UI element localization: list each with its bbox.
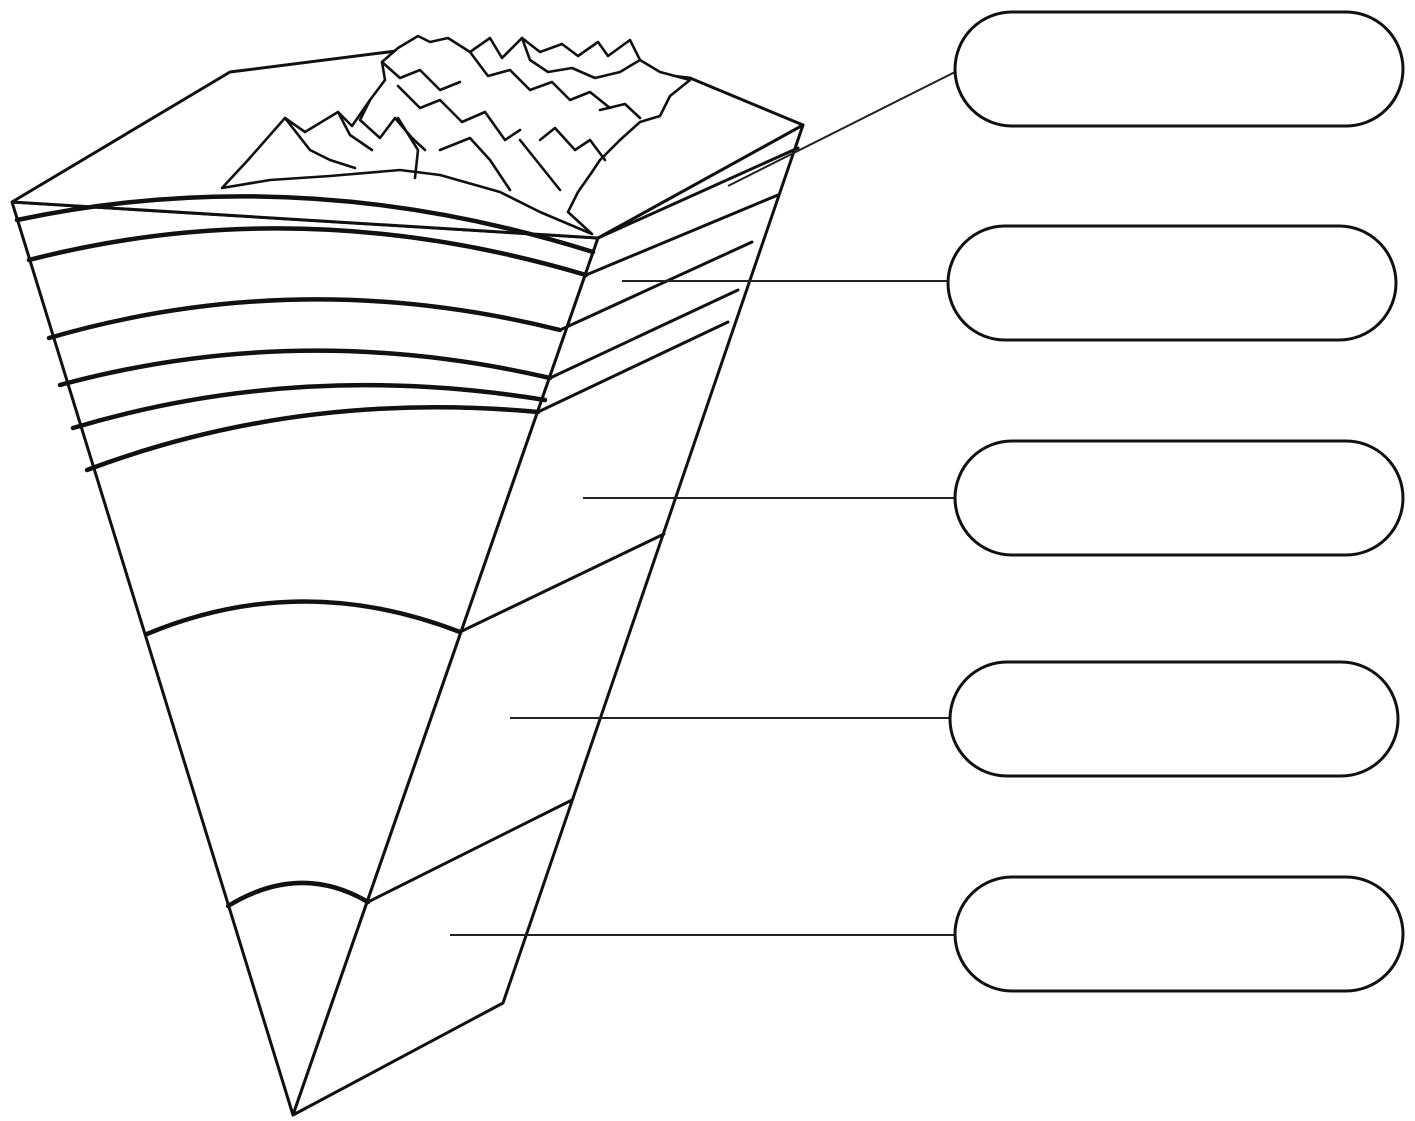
label-box-3[interactable]: [955, 441, 1403, 555]
label-box-5[interactable]: [955, 877, 1403, 991]
label-boxes: [948, 12, 1403, 991]
label-box-4[interactable]: [950, 662, 1398, 776]
label-box-1[interactable]: [955, 12, 1403, 126]
label-box-2[interactable]: [948, 226, 1396, 340]
